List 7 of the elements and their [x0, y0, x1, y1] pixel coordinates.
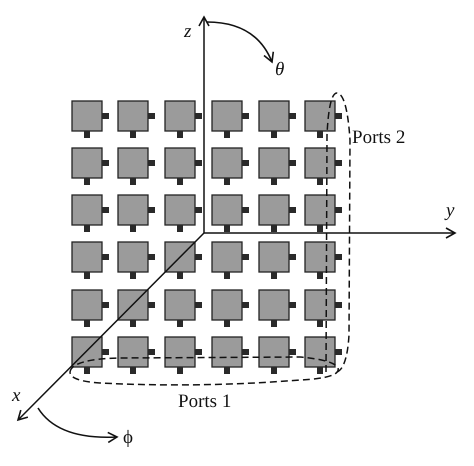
angle-label: ϕ — [123, 428, 134, 447]
angle-label: θ — [275, 60, 284, 79]
axis-label: x — [12, 386, 20, 405]
axis-label: y — [446, 201, 454, 220]
axis-label: z — [184, 22, 192, 41]
port-label: Ports 2 — [352, 128, 406, 147]
port-label: Ports 1 — [178, 392, 232, 411]
